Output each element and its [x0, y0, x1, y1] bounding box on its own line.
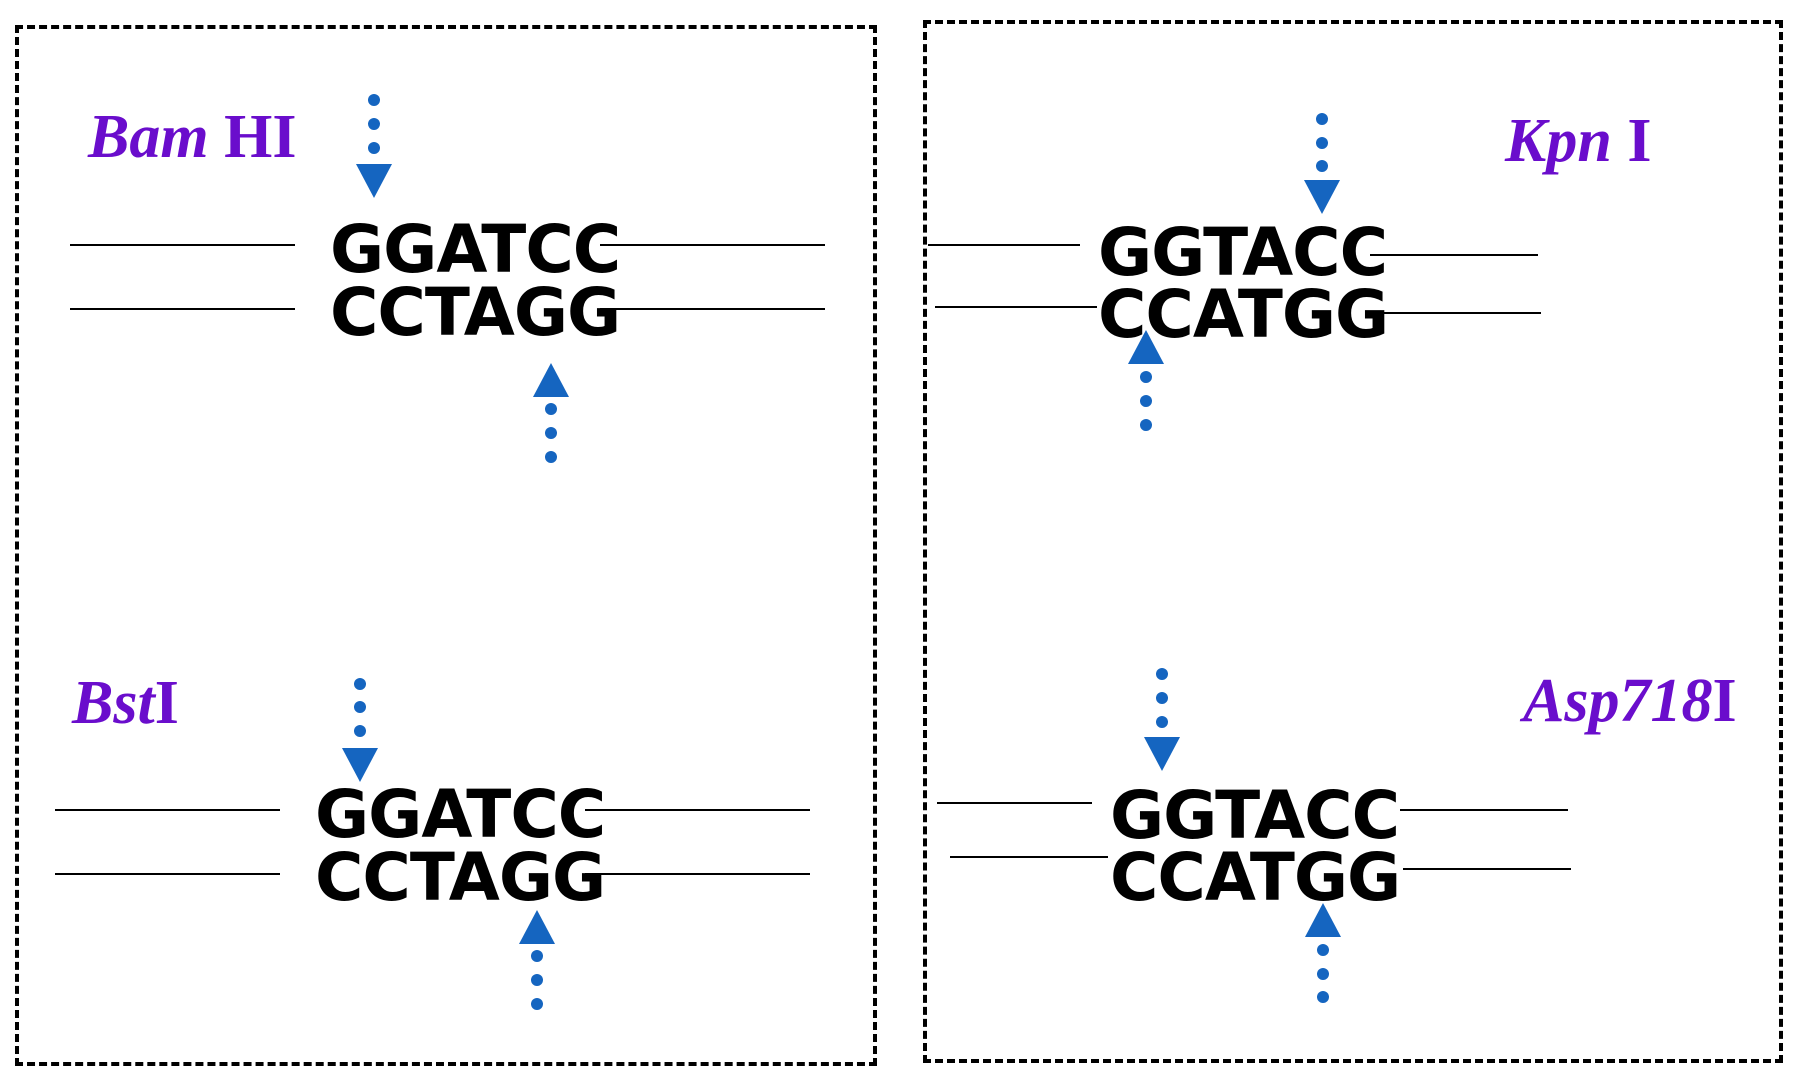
enzyme-label-asp718i: Asp718I [1523, 670, 1737, 732]
bamhi-top-left-strand [70, 244, 295, 246]
bamhi-top-strand-seq: GGATCC [330, 211, 621, 288]
bsti-bottom-left-strand [55, 873, 280, 875]
dotted-down-arrow-icon [356, 94, 392, 198]
kpni-top-strand-seq: GGTACC [1098, 214, 1388, 291]
bsti-top-left-strand [55, 809, 280, 811]
bamhi-bottom-right-strand [600, 308, 825, 310]
dotted-up-arrow-icon [1128, 330, 1164, 431]
kpni-top-left-strand [928, 244, 1080, 246]
asp718i-bottom-left-strand [950, 856, 1108, 858]
bsti-top-right-strand [585, 809, 810, 811]
enzyme-italic-part: Bst [72, 669, 155, 737]
bsti-bottom-strand-seq: CCTAGG [315, 839, 606, 916]
bsti-top-strand-seq: GGATCC [315, 776, 606, 853]
asp718i-top-right-strand [1400, 809, 1568, 811]
enzyme-italic-part: Asp718 [1523, 667, 1713, 735]
bamhi-top-right-strand [600, 244, 825, 246]
enzyme-label-bamhi: Bam HI [88, 106, 296, 168]
dotted-down-arrow-icon [1144, 668, 1180, 771]
right-panel-border [923, 20, 1783, 1063]
dotted-up-arrow-icon [519, 910, 555, 1010]
kpni-bottom-left-strand [935, 306, 1097, 308]
kpni-top-right-strand [1370, 254, 1538, 256]
dotted-up-arrow-icon [533, 363, 569, 463]
dotted-up-arrow-icon [1305, 903, 1341, 1003]
enzyme-italic-part: Kpn [1505, 107, 1612, 175]
enzyme-roman-part: I [1712, 667, 1737, 735]
asp718i-bottom-strand-seq: CCATGG [1110, 839, 1401, 916]
bamhi-bottom-strand-seq: CCTAGG [330, 274, 621, 351]
enzyme-roman-part: HI [208, 103, 297, 171]
enzyme-roman-part: I [1611, 107, 1652, 175]
bsti-bottom-right-strand [585, 873, 810, 875]
asp718i-top-left-strand [937, 802, 1092, 804]
asp718i-bottom-right-strand [1403, 868, 1571, 870]
dotted-down-arrow-icon [1304, 113, 1340, 214]
dotted-down-arrow-icon [342, 678, 378, 782]
asp718i-top-strand-seq: GGTACC [1110, 777, 1400, 854]
enzyme-roman-part: I [154, 669, 179, 737]
enzyme-italic-part: Bam [88, 103, 209, 171]
kpni-bottom-right-strand [1373, 312, 1541, 314]
enzyme-label-kpni: Kpn I [1505, 110, 1651, 172]
bamhi-bottom-left-strand [70, 308, 295, 310]
left-panel-border [15, 25, 877, 1066]
enzyme-label-bsti: BstI [72, 672, 179, 734]
